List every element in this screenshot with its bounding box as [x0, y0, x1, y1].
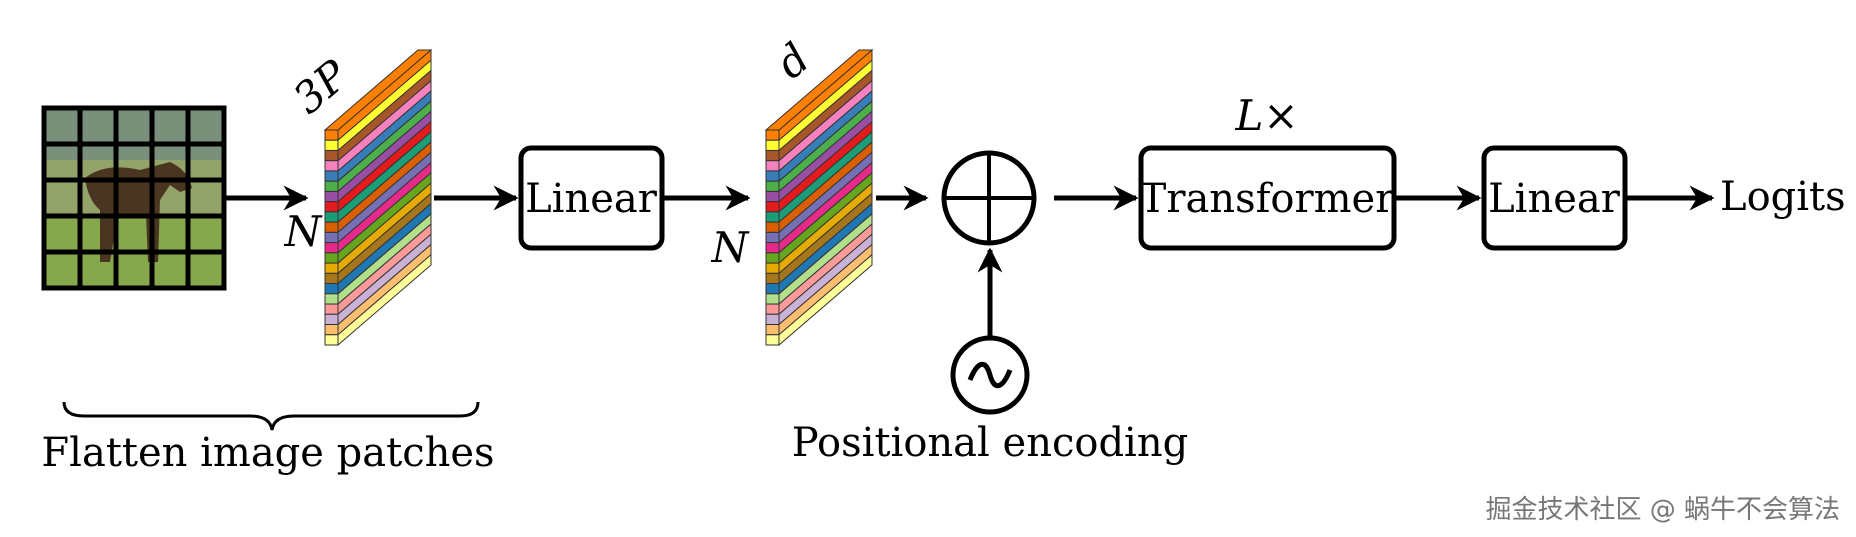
- patch-strip-front: [324, 139, 339, 151]
- patch-strip-front: [765, 129, 780, 141]
- patch-strip-front: [765, 324, 780, 336]
- patch-strip-front: [765, 170, 780, 182]
- patch-strip-front: [765, 313, 780, 326]
- patch-strip-front: [765, 262, 780, 274]
- patch-strip-front: [765, 293, 780, 305]
- add-operator-icon: [941, 150, 1037, 246]
- patch-strip-front: [765, 149, 780, 162]
- transformer-label: Transformer: [1140, 176, 1396, 222]
- patch-strip-front: [765, 190, 780, 203]
- patch-strip-front: [324, 303, 339, 315]
- patch-strip-front: [324, 190, 339, 203]
- linear-1-label: Linear: [525, 176, 658, 222]
- patch-strip-front: [324, 313, 339, 326]
- patch-strip-front: [324, 149, 339, 162]
- patch-strip-front: [324, 242, 339, 254]
- patch-count-label-n: N: [284, 207, 323, 256]
- embedding-count-label-n: N: [711, 223, 750, 272]
- positional-encoding-icon: [950, 335, 1030, 415]
- patch-strip-front: [324, 201, 339, 213]
- logits-label: Logits: [1720, 174, 1846, 220]
- patch-stack-top: [764, 49, 874, 131]
- patch-strip-front: [324, 293, 339, 305]
- patch-strip-front: [765, 201, 780, 213]
- linear-2-label: Linear: [1488, 176, 1621, 222]
- patch-strip-front: [324, 334, 339, 346]
- patch-strip-front: [324, 262, 339, 274]
- patch-strip-front: [324, 283, 339, 295]
- patch-strip-front: [765, 180, 780, 192]
- patch-strip-front: [765, 139, 780, 151]
- patch-strip-front: [765, 272, 780, 285]
- patch-strip-front: [765, 334, 780, 346]
- patch-strip-front: [765, 242, 780, 254]
- patch-strip-front: [324, 221, 339, 233]
- patch-strip-front: [324, 170, 339, 182]
- patch-stack-top: [323, 49, 433, 131]
- transformer-block: Transformer: [1138, 145, 1397, 251]
- patch-strip-front: [324, 272, 339, 285]
- patch-strip-front: [765, 160, 780, 172]
- patch-strip-front: [324, 129, 339, 141]
- patch-strip-front: [324, 180, 339, 192]
- patch-strip-front: [765, 252, 780, 264]
- patch-strip-front: [324, 324, 339, 336]
- dog-silhouette: [85, 162, 192, 262]
- patch-strip-front: [324, 211, 339, 223]
- patch-strip-front: [324, 252, 339, 264]
- flatten-caption: Flatten image patches: [41, 430, 494, 476]
- patch-strip-front: [765, 231, 780, 244]
- embedding-dim-label-d: d: [767, 33, 819, 88]
- patch-stack-d: [764, 48, 874, 347]
- patch-stack-3p: [323, 48, 433, 347]
- watermark-text: 掘金技术社区 @ 蜗牛不会算法: [1485, 495, 1840, 525]
- input-image: [41, 105, 227, 291]
- linear-block-1: Linear: [518, 145, 665, 251]
- patch-strip-front: [324, 231, 339, 244]
- transformer-repeat-label: L×: [1234, 91, 1298, 140]
- linear-block-2: Linear: [1481, 145, 1628, 251]
- patch-strip-front: [765, 211, 780, 223]
- patch-strip-front: [324, 160, 339, 172]
- positional-encoding-caption: Positional encoding: [792, 420, 1188, 466]
- patch-strip-front: [765, 303, 780, 315]
- patch-strip-front: [765, 221, 780, 233]
- patch-strip-front: [765, 283, 780, 295]
- flatten-brace: [62, 401, 480, 431]
